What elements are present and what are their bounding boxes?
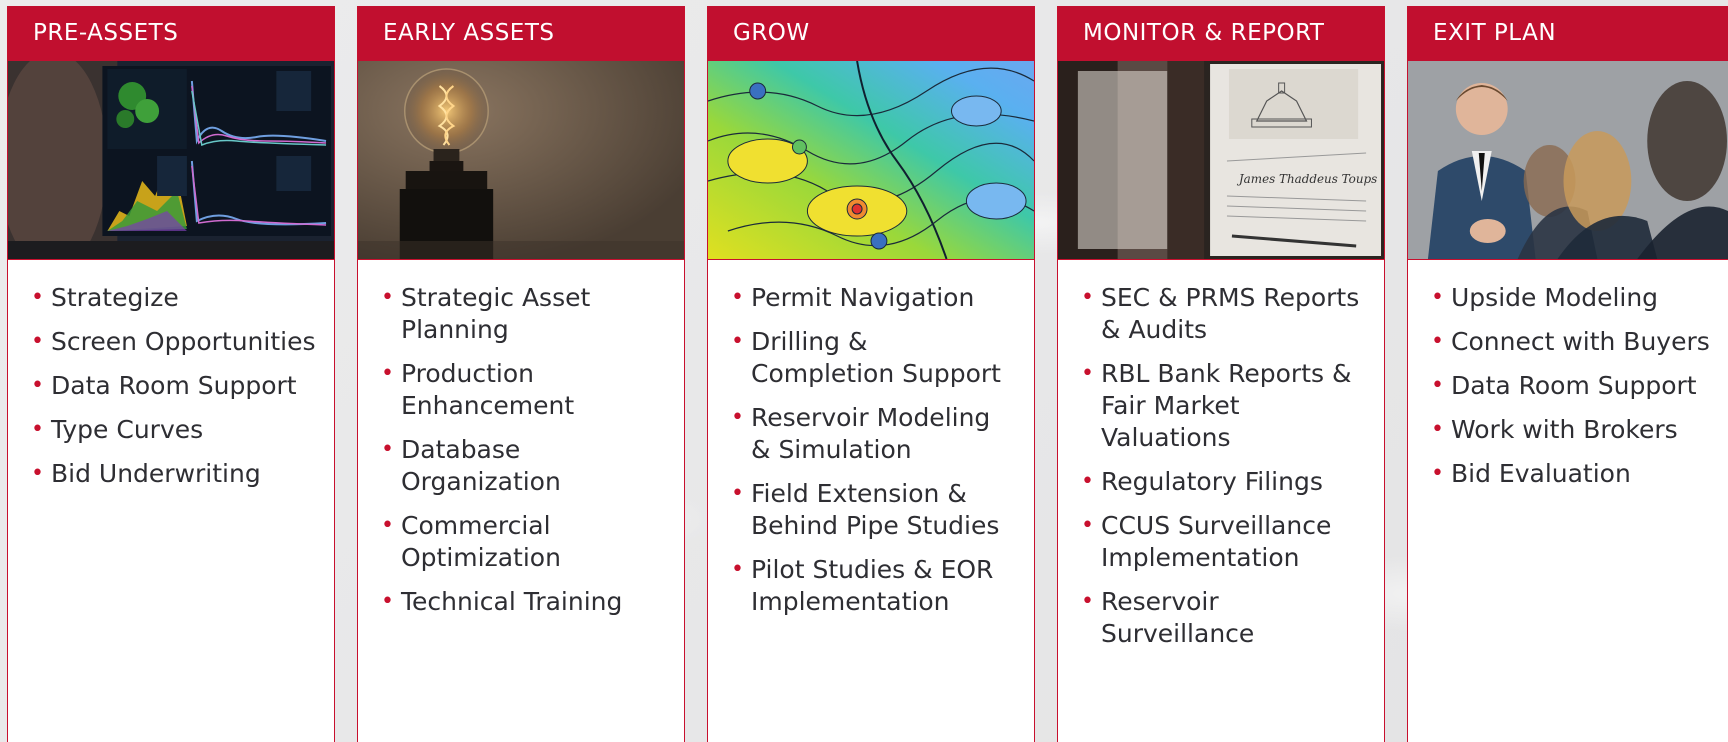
column-exit-plan: EXIT PLAN Upside Modeling Connect xyxy=(1407,6,1728,742)
list-item: Regulatory Filings xyxy=(1081,466,1366,498)
list-item: Technical Training xyxy=(381,586,666,618)
column-title: MONITOR & REPORT xyxy=(1058,6,1384,61)
list-item: Work with Brokers xyxy=(1431,414,1710,446)
column-monitor-report: MONITOR & REPORT James Thaddeus Toups xyxy=(1057,6,1385,742)
service-list: Strategic Asset Planning Production Enha… xyxy=(358,260,684,618)
dashboard-screens-photo xyxy=(8,61,334,260)
service-list: Permit Navigation Drilling & Completion … xyxy=(708,260,1034,618)
list-item: Connect with Buyers xyxy=(1431,326,1710,358)
list-item: Upside Modeling xyxy=(1431,282,1710,314)
list-item: Data Room Support xyxy=(1431,370,1710,402)
column-title: EARLY ASSETS xyxy=(358,6,684,61)
column-title: EXIT PLAN xyxy=(1408,6,1728,61)
service-list: Upside Modeling Connect with Buyers Data… xyxy=(1408,260,1728,490)
meeting-people-photo xyxy=(1408,61,1728,260)
list-item: SEC & PRMS Reports & Audits xyxy=(1081,282,1366,346)
list-item: Bid Underwriting xyxy=(31,458,316,490)
list-item: Database Organization xyxy=(381,434,666,498)
column-early-assets: EARLY ASSETS xyxy=(357,6,685,742)
column-title: GROW xyxy=(708,6,1034,61)
list-item: Permit Navigation xyxy=(731,282,1016,314)
list-item: Reservoir Surveillance xyxy=(1081,586,1366,650)
list-item: Pilot Studies & EOR Implementation xyxy=(731,554,1016,618)
list-item: Data Room Support xyxy=(31,370,316,402)
contour-map-photo xyxy=(708,61,1034,260)
list-item: Strategic Asset Planning xyxy=(381,282,666,346)
list-item: Drilling & Completion Support xyxy=(731,326,1016,390)
list-item: Bid Evaluation xyxy=(1431,458,1710,490)
framed-license-photo: James Thaddeus Toups xyxy=(1058,61,1384,260)
list-item: Production Enhancement xyxy=(381,358,666,422)
license-holder-name: James Thaddeus Toups xyxy=(1237,172,1377,186)
list-item: Screen Opportunities xyxy=(31,326,316,358)
service-list: Strategize Screen Opportunities Data Roo… xyxy=(8,260,334,490)
list-item: CCUS Surveillance Implementation xyxy=(1081,510,1366,574)
list-item: Reservoir Modeling & Simulation xyxy=(731,402,1016,466)
list-item: Type Curves xyxy=(31,414,316,446)
lightbulb-photo xyxy=(358,61,684,260)
column-title: PRE-ASSETS xyxy=(8,6,334,61)
list-item: RBL Bank Reports & Fair Market Valuation… xyxy=(1081,358,1366,454)
column-pre-assets: PRE-ASSETS xyxy=(7,6,335,742)
service-list: SEC & PRMS Reports & Audits RBL Bank Rep… xyxy=(1058,260,1384,650)
column-grow: GROW xyxy=(707,6,1035,742)
list-item: Field Extension & Behind Pipe Studies xyxy=(731,478,1016,542)
list-item: Strategize xyxy=(31,282,316,314)
list-item: Commercial Optimization xyxy=(381,510,666,574)
